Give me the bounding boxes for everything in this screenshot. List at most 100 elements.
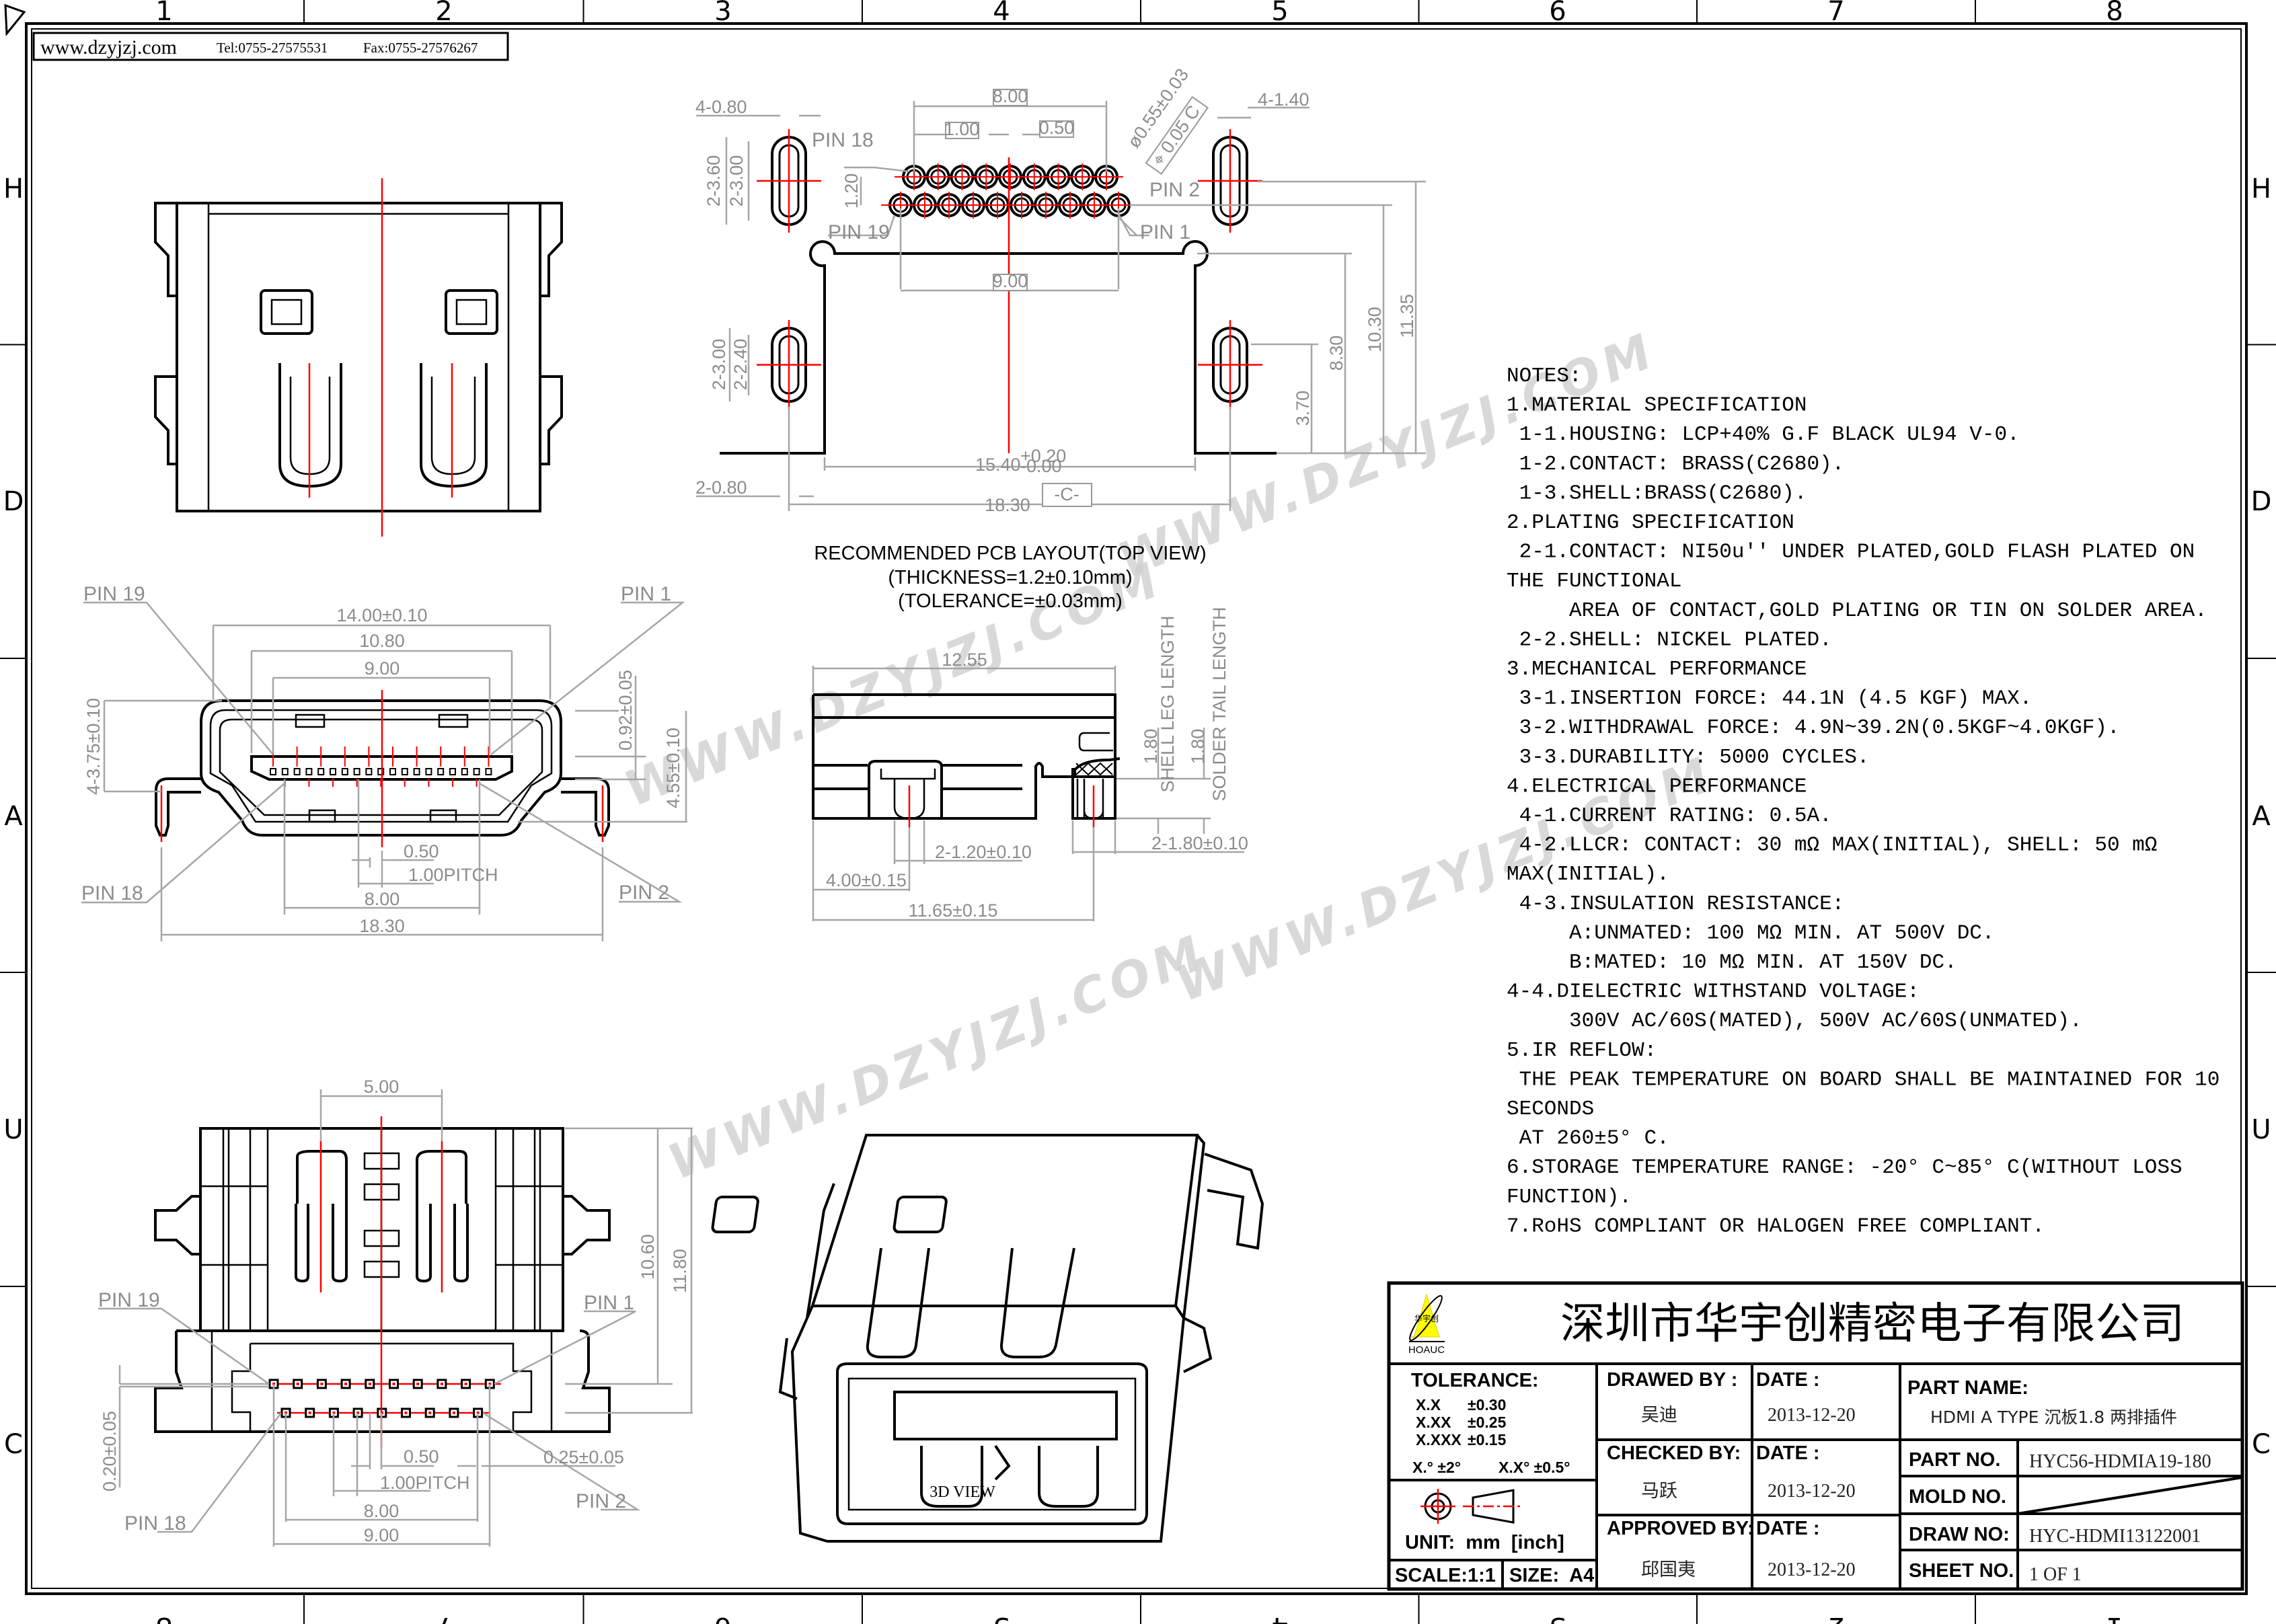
dim-10-60: 10.60 (638, 1234, 658, 1280)
note-line: THE FUNCTIONAL (1507, 570, 1681, 593)
solder-pin-center (440, 1383, 443, 1385)
dim-width-8-00: 8.00 (365, 889, 400, 909)
contact-slot (401, 768, 408, 775)
contact-slot (449, 768, 456, 775)
3d-view: 3D VIEW (711, 1134, 1264, 1543)
zone-row-label: C (4, 1429, 23, 1460)
dim-pitch: 1.00PITCH (408, 865, 498, 885)
pin-1-label: PIN 1 (1140, 221, 1190, 243)
zone-column-label: 1 (155, 0, 172, 27)
side-view: 12.55 1.80 SHELL LEG LENGTH 1.80 SOLDER … (812, 607, 1248, 921)
pin-19-label: PIN 19 (83, 583, 145, 605)
angle-tolerance-2: X.X° ±0.5° (1499, 1459, 1570, 1476)
dim-4-1-40: 4-1.40 (1258, 89, 1310, 110)
note-line: 2-1.CONTACT: NI50u'' UNDER PLATED,GOLD F… (1507, 541, 2195, 564)
zone-row-label: D (3, 486, 24, 517)
contact-slot (389, 768, 396, 775)
note-line: 5.IR REFLOW: (1507, 1039, 1657, 1062)
dim-row-spacing-1-20: 1.20 (841, 173, 862, 209)
notes-block: NOTES:1.MATERIAL SPECIFICATION 1-1.HOUSI… (1507, 364, 2220, 1238)
note-line: B:MATED: 10 MΩ MIN. AT 150V DC. (1507, 951, 1957, 974)
pin-18-label: PIN 18 (81, 882, 143, 904)
approved-by-label: APPROVED BY: (1607, 1518, 1754, 1539)
zone-row-label: U (3, 1114, 23, 1145)
note-line: 4-4.DIELECTRIC WITHSTAND VOLTAGE: (1507, 980, 1920, 1004)
note-line: 3-1.INSERTION FORCE: 44.1N (4.5 KGF) MAX… (1507, 687, 2032, 711)
mold-no-void-line (2017, 1476, 2243, 1515)
dim-2-3-00-top: 2-3.00 (726, 155, 747, 207)
solder-pin-center (404, 1412, 408, 1414)
zone-row-label-right: H (2251, 173, 2271, 204)
dim-pitch-1-00: 1.00 (944, 119, 980, 139)
solder-pin-center (464, 1383, 467, 1385)
part-name-label: PART NAME: (1907, 1377, 2028, 1399)
pin-2-label: PIN 2 (576, 1490, 626, 1512)
pcb-slot (1198, 320, 1262, 410)
company-logo: 华宇创 HOAUC (1408, 1293, 1445, 1356)
dim-shell-leg-1-80: 1.80 (1141, 729, 1161, 765)
dim-width-14-00: 14.00±0.10 (337, 605, 428, 625)
contact-slot (330, 768, 336, 775)
pcb-layout-caption: RECOMMENDED PCB LAYOUT(TOP VIEW) (814, 543, 1206, 564)
dim-pin-width: 0.50 (404, 841, 439, 861)
watermark-text: WWW.DZYJZJ.COM (660, 923, 1215, 1191)
zone-column-label-bottom: 2 (1827, 1611, 1844, 1624)
note-line: 3.MECHANICAL PERFORMANCE (1507, 658, 1807, 681)
title-block: 华宇创 HOAUC 深圳市华宇创精密电子有限公司 TOLERANCE: X.X … (1387, 1281, 2244, 1591)
note-line: 2-2.SHELL: NICKEL PLATED. (1507, 628, 1832, 652)
dim-0-25: 0.25±0.05 (543, 1447, 624, 1467)
contact-slot (437, 768, 445, 775)
tolerance-format-1: X.X (1416, 1396, 1441, 1414)
contact-slot (270, 768, 276, 775)
3d-view-label: 3D VIEW (930, 1483, 995, 1501)
checked-by-label: CHECKED BY: (1607, 1442, 1741, 1464)
date-checked: 2013-12-20 (1768, 1481, 1856, 1502)
solder-pin-center (392, 1383, 395, 1385)
note-line: 1-3.SHELL:BRASS(C2680). (1507, 481, 1807, 505)
zone-column-label-bottom: 4 (1271, 1611, 1288, 1624)
dim-height-3-75: 4-3.75±0.10 (83, 698, 104, 795)
note-line: 7.RoHS COMPLIANT OR HALOGEN FREE COMPLIA… (1507, 1214, 2045, 1238)
zone-column-label-bottom: 6 (714, 1611, 731, 1624)
sheet-no-value: 1 OF 1 (2029, 1564, 2082, 1585)
zone-column-label-bottom: 1 (2106, 1611, 2123, 1624)
solder-pin-center (320, 1383, 324, 1385)
note-line: AT 260±5° C. (1507, 1127, 1669, 1151)
pin-18-label: PIN 18 (124, 1512, 186, 1535)
pcb-layout-view: 8.00 1.00 0.50 9.00 -C- ø0.55±0.03 ⌖ 0.0… (695, 65, 1426, 612)
mold-no-label: MOLD NO. (1909, 1486, 2006, 1508)
dim-width-9-00: 9.00 (365, 658, 400, 679)
dim-8-30: 8.30 (1326, 336, 1346, 371)
website-text: www.dzyjzj.com (40, 36, 177, 59)
dim-2-3-00-bottom: 2-3.00 (709, 339, 729, 391)
date-drawed: 2013-12-20 (1768, 1405, 1856, 1426)
pcb-slot (1198, 129, 1262, 233)
contact-slot (317, 768, 325, 775)
pcb-thickness-caption: (THICKNESS=1.2±0.10mm) (888, 567, 1132, 588)
pin-2-label: PIN 2 (619, 882, 669, 904)
contact-slot (305, 768, 313, 775)
part-no-label: PART NO. (1909, 1449, 2000, 1471)
dim-height-4-55: 4.55±0.10 (663, 728, 683, 808)
contact-slot (485, 768, 492, 775)
dim-width-9-00: 9.00 (364, 1525, 400, 1545)
dim-height-0-92: 0.92±0.05 (615, 670, 636, 750)
fax-text: Fax:0755-27576267 (363, 40, 478, 56)
bottom-view: 5.00 10.60 11.80 0.20±0.05 0.50 0.25±0.0… (98, 1077, 693, 1547)
dim-11-65: 11.65±0.15 (909, 900, 998, 921)
zone-column-label-bottom: 3 (1549, 1611, 1566, 1624)
datum-c: -C- (1054, 484, 1079, 504)
dim-11-80: 11.80 (670, 1249, 690, 1293)
note-line: 4-2.LLCR: CONTACT: 30 mΩ MAX(INITIAL), S… (1507, 834, 2157, 857)
note-line: FUNCTION). (1507, 1186, 1632, 1209)
date-label-drawed: DATE : (1756, 1369, 1820, 1391)
tolerance-format-2: X.XX (1416, 1414, 1451, 1431)
contact-slot (341, 768, 348, 775)
dim-solder-tail-1-80: 1.80 (1188, 729, 1208, 765)
note-line: 4.ELECTRICAL PERFORMANCE (1507, 775, 1807, 798)
part-name-value: HDMI A TYPE 沉板1.8 两排插件 (1930, 1407, 2177, 1427)
dim-2-1-20: 2-1.20±0.10 (935, 842, 1032, 862)
approved-by-value: 邱国夷 (1641, 1559, 1696, 1580)
logo-chinese-text: 华宇创 (1414, 1314, 1439, 1323)
